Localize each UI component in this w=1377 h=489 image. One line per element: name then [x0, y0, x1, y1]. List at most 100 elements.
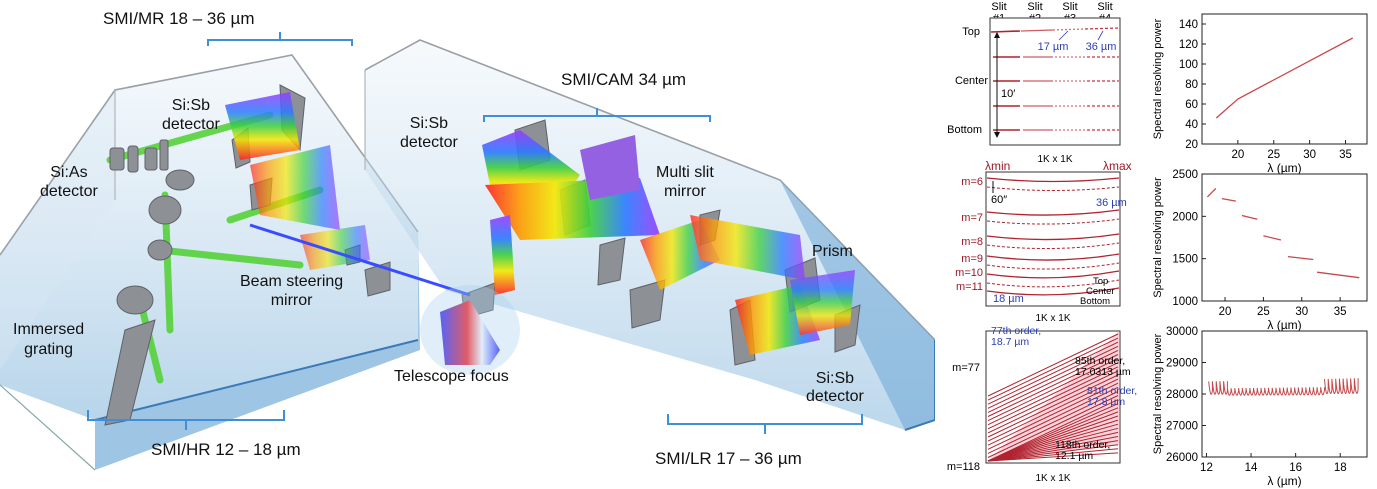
y-tick-label: 27000 [1166, 421, 1198, 433]
lr-legend-top: Top [1093, 276, 1108, 287]
brackets [87, 32, 863, 434]
hr-order-line [987, 403, 1119, 462]
label-sias-detector: Si:As detector [40, 164, 98, 200]
x-axis-label: λ (µm) [1267, 318, 1301, 332]
lr-legend-center: Center [1086, 286, 1115, 297]
hr-order-line [987, 395, 1119, 458]
label-smi-mr: SMI/MR 18 – 36 µm [103, 9, 255, 28]
x-tick-label: 25 [1257, 306, 1270, 318]
chart-frame [1201, 13, 1368, 145]
series-line [1263, 235, 1282, 241]
label-telescope-focus: Telescope focus [394, 368, 509, 385]
y-tick-label: 60 [1185, 99, 1198, 111]
hr-order-line [987, 436, 1119, 462]
detector-panels: Slit#1 Slit#2 Slit#3 Slit#4 Top Center B… [947, 1, 1137, 484]
x-tick-label: 30 [1295, 306, 1308, 318]
hr-order-line [987, 358, 1119, 422]
hr-ann-77th: 77th order,18.7 µm [991, 325, 1041, 348]
y-tick-label: 1500 [1172, 254, 1198, 266]
hr-caption: 1K x 1K [1035, 473, 1070, 484]
series-sawtooth [1208, 378, 1359, 396]
series-line [1287, 255, 1314, 261]
series-line [1215, 37, 1354, 119]
label-multi-slit-mirror: Multi slit mirror [656, 164, 714, 200]
left-housing [0, 54, 420, 471]
x-tick-label: 16 [1289, 462, 1302, 474]
hr-order-line [987, 374, 1119, 438]
y-axis-label: Spectral resolving power [1152, 18, 1164, 139]
hr-label-m118: m=118 [947, 461, 980, 473]
x-tick-label: 18 [1334, 462, 1347, 474]
bracket-mr [207, 32, 353, 46]
label-sisb-detector-lr: Si:Sb detector [806, 370, 864, 405]
lr-order-m11: m=11 [956, 281, 983, 293]
x-tick-label: 12 [1200, 462, 1213, 474]
lr-order-m6: m=6 [961, 176, 983, 188]
lr-order-m8: m=8 [961, 236, 983, 248]
hr-order-line [987, 390, 1119, 454]
hr-order-line [987, 411, 1119, 462]
hr-order-line [987, 341, 1119, 405]
lr-order-m7: m=7 [961, 212, 983, 224]
x-tick-label: 30 [1303, 149, 1316, 161]
hr-order-line [987, 427, 1119, 462]
hr-order-line [987, 423, 1119, 462]
lr-panel: λmin λmax 60″ 36 µm 18 µm m=6 m=7 m=8 m=… [955, 159, 1132, 324]
y-tick-label: 80 [1185, 79, 1198, 91]
label-sisb-detector-cam: Si:Sb detector [400, 115, 458, 151]
series-line [1317, 271, 1360, 279]
hr-order-line [987, 407, 1119, 462]
lr-order-m9: m=9 [961, 253, 983, 265]
label-beam-steering-mirror: Beam steering mirror [240, 273, 344, 309]
x-tick-label: 35 [1334, 306, 1347, 318]
lr-ann-36um: 36 µm [1096, 197, 1127, 209]
hr-order-line [987, 440, 1119, 462]
hr-order-lines [987, 333, 1119, 462]
hr-order-line [987, 337, 1119, 401]
slit-caption: 1K x 1K [1037, 154, 1072, 165]
x-tick-label: 35 [1339, 149, 1352, 161]
hr-order-line [987, 448, 1119, 462]
slit-row-center: Center [955, 75, 988, 87]
label-smi-hr: SMI/HR 12 – 18 µm [151, 440, 301, 459]
y-tick-label: 40 [1185, 119, 1198, 131]
slit-row-bottom: Bottom [947, 124, 982, 136]
lr-caption: 1K x 1K [1035, 313, 1070, 324]
hr-order-line [987, 431, 1119, 462]
y-tick-label: 28000 [1166, 389, 1198, 401]
y-tick-label: 29000 [1166, 358, 1198, 370]
y-tick-label: 140 [1179, 19, 1198, 31]
bracket-cam [483, 108, 711, 122]
hr-order-line [987, 349, 1119, 413]
label-sisb-detector-mr: Si:Sb detector [162, 97, 220, 133]
hr-order-line [987, 382, 1119, 446]
x-tick-label: 25 [1267, 149, 1280, 161]
hr-order-line [987, 366, 1119, 430]
bracket-hr [87, 410, 285, 430]
y-tick-label: 120 [1179, 39, 1198, 51]
y-tick-label: 1000 [1172, 296, 1198, 308]
y-tick-label: 2500 [1172, 169, 1198, 181]
bracket-lr [667, 414, 863, 434]
lr-lambda-min: λmin [985, 159, 1010, 173]
cam-ray-bundles [482, 130, 855, 355]
hr-order-line [987, 415, 1119, 462]
hr-order-line [987, 444, 1119, 462]
hr-order-line [987, 378, 1119, 442]
hr-ann-81th: 81th order,17.8 µm [1087, 385, 1137, 408]
x-axis-label: λ (µm) [1267, 161, 1301, 175]
y-tick-label: 2000 [1172, 211, 1198, 223]
label-smi-lr: SMI/LR 17 – 36 µm [655, 449, 802, 468]
series-line [1206, 187, 1217, 198]
hr-ann-118th: 118th order,12.1 µm [1055, 439, 1110, 462]
y-tick-label: 26000 [1166, 452, 1198, 464]
x-tick-label: 20 [1219, 306, 1232, 318]
hr-order-line [987, 386, 1119, 450]
series-line [1241, 214, 1258, 220]
label-prism: Prism [812, 243, 853, 260]
y-axis-label: Spectral resolving power [1152, 177, 1164, 298]
chart-frame [1201, 173, 1368, 302]
y-tick-label: 30000 [1166, 326, 1198, 338]
